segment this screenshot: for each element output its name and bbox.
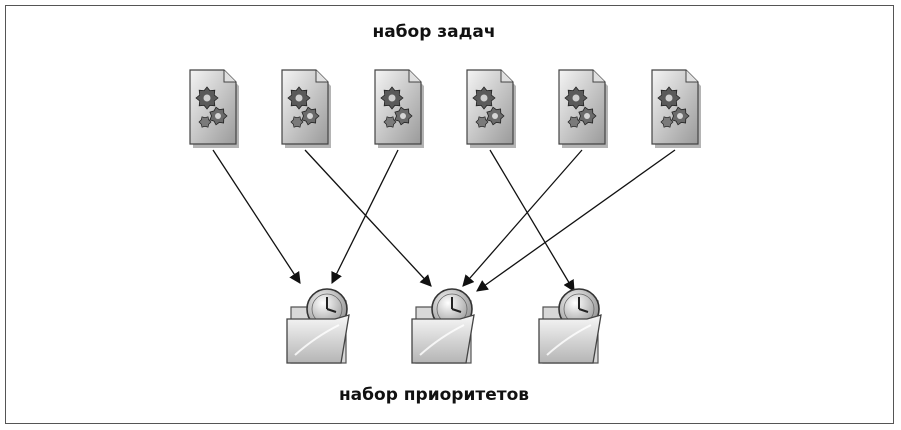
task-gears-document-icon (189, 69, 239, 148)
task-gears-document-icon (281, 69, 331, 148)
link-arrow (462, 149, 583, 287)
task-set-label: набор задач (372, 22, 496, 42)
task-gears-document-icon (466, 69, 516, 148)
task-gears-document-icon (374, 69, 424, 148)
task-gears-document-icon (558, 69, 608, 148)
link-arrow (489, 149, 575, 293)
task-gears-document-icon (651, 69, 701, 148)
link-arrow (212, 149, 301, 284)
priority-set-label: набор приоритетов (338, 385, 530, 405)
priority-clock-folder-icon (411, 288, 475, 364)
link-arrow (476, 149, 676, 292)
priority-clock-folder-icon (286, 288, 350, 364)
link-arrow (304, 149, 432, 287)
priority-clock-folder-icon (538, 288, 602, 364)
link-arrow (331, 149, 399, 285)
